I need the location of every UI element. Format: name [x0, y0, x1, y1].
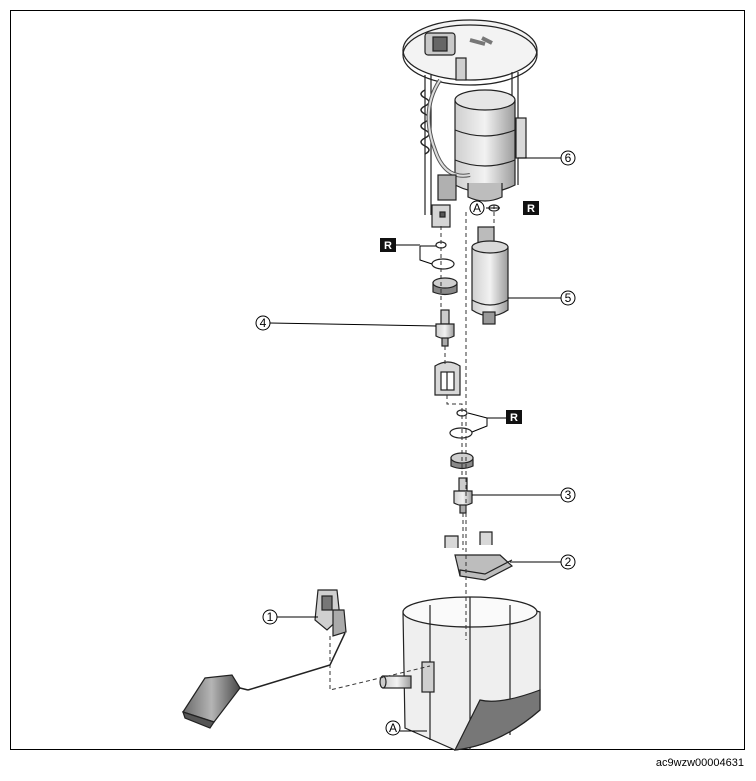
callout-3: 3	[560, 487, 576, 503]
fuel-pump-module-top	[402, 19, 538, 228]
svg-text:2: 2	[565, 555, 572, 569]
reference-mark-a-upper: A	[469, 200, 485, 216]
fuel-pump	[471, 226, 509, 325]
replace-mark-lower: R	[487, 410, 522, 424]
reference-mark-a-lower: A	[385, 720, 401, 736]
pressure-regulator-lower	[453, 477, 473, 514]
svg-text:4: 4	[260, 316, 267, 330]
callout-6: 6	[560, 150, 576, 166]
svg-text:5: 5	[565, 291, 572, 305]
replace-mark-upper-right: R	[523, 201, 539, 215]
svg-text:1: 1	[267, 610, 274, 624]
svg-text:A: A	[389, 721, 397, 735]
svg-text:R: R	[384, 240, 392, 252]
grommet-upper	[432, 277, 458, 296]
diagram-frame	[10, 10, 745, 750]
regulator-holder-upper	[434, 361, 461, 396]
callout-4: 4	[255, 315, 271, 331]
replace-mark-upper-left: R	[380, 238, 420, 252]
callout-2: 2	[560, 554, 576, 570]
pressure-regulator-upper	[435, 309, 455, 347]
reservoir-cup	[379, 596, 541, 751]
leader-lines	[269, 157, 561, 732]
fuel-gauge-sender-unit	[182, 589, 347, 729]
svg-text:A: A	[473, 201, 481, 215]
assembly-lines	[329, 205, 495, 691]
svg-text:R: R	[527, 203, 535, 215]
svg-text:6: 6	[565, 151, 572, 165]
figure-code: ac9wzw00004631	[655, 757, 744, 769]
regulator-holder-lower	[444, 531, 514, 581]
callout-1: 1	[262, 609, 278, 625]
callout-5: 5	[560, 290, 576, 306]
svg-text:3: 3	[565, 488, 572, 502]
svg-text:R: R	[510, 412, 518, 424]
